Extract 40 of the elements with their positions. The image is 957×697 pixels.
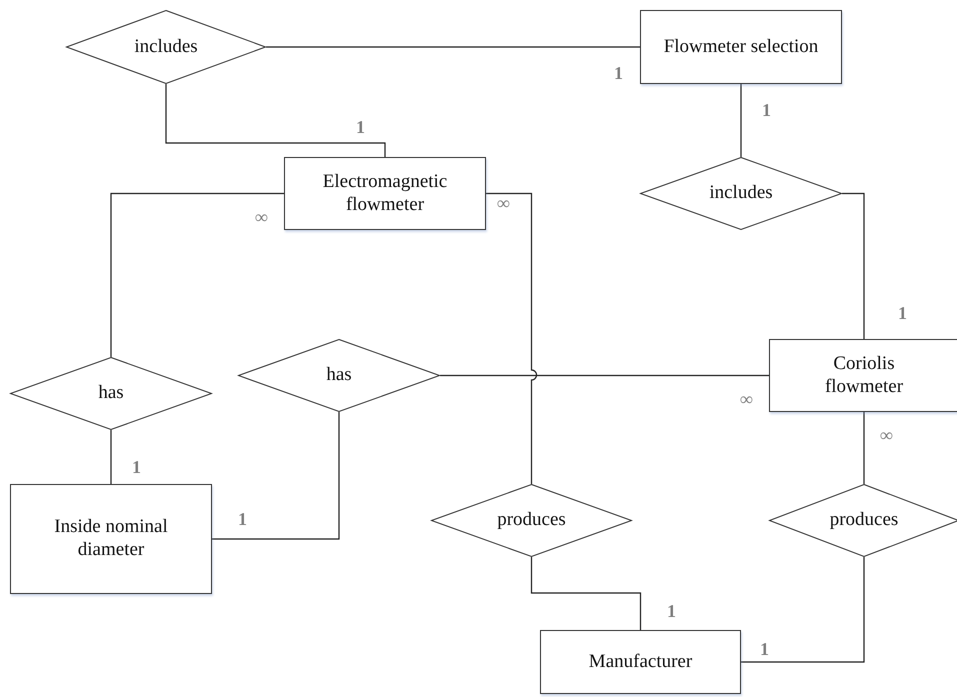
connector-line <box>266 46 640 48</box>
cardinality-label: 1 <box>614 64 623 82</box>
entity-name: Electromagnetic flowmeter <box>322 170 448 216</box>
entity-name: has <box>325 364 353 387</box>
entity-name: Coriolis flowmeter <box>824 352 904 398</box>
cardinality-label: 1 <box>760 640 769 658</box>
entity-name: produces <box>496 509 567 532</box>
connector-line <box>741 557 865 663</box>
entity-name: Flowmeter selection <box>662 36 820 58</box>
entity-name: Inside nominal diameter <box>53 516 169 562</box>
entity-box <box>284 157 486 230</box>
entity-box <box>10 484 212 594</box>
cardinality-label: ∞ <box>255 208 268 226</box>
cardinality-label: 1 <box>132 458 141 476</box>
connector-line <box>530 557 642 630</box>
connector-line <box>863 412 865 484</box>
cardinality-label: 1 <box>356 118 365 136</box>
cardinality-label: 1 <box>238 510 247 528</box>
connector-line <box>740 84 742 157</box>
connector-line <box>440 374 769 376</box>
entity-name: produces <box>828 509 900 532</box>
connector-line <box>165 84 386 157</box>
cardinality-label: ∞ <box>497 194 510 212</box>
entity-box <box>640 10 842 84</box>
connector-line <box>110 430 112 484</box>
cardinality-label: ∞ <box>740 390 753 408</box>
entity-name: includes <box>133 36 199 58</box>
cardinality-label: ∞ <box>880 426 893 444</box>
connector-line <box>842 192 865 339</box>
connector-line <box>212 412 340 540</box>
cardinality-label: 1 <box>762 101 771 119</box>
connector-line <box>110 192 284 357</box>
connector-line <box>486 192 538 484</box>
entity-box <box>540 630 741 694</box>
entity-name: includes <box>708 182 774 205</box>
entity-box <box>769 339 957 412</box>
cardinality-label: 1 <box>667 602 676 620</box>
cardinality-label: 1 <box>898 304 907 322</box>
entity-name: has <box>97 382 125 405</box>
entity-name: Manufacturer <box>588 650 694 674</box>
